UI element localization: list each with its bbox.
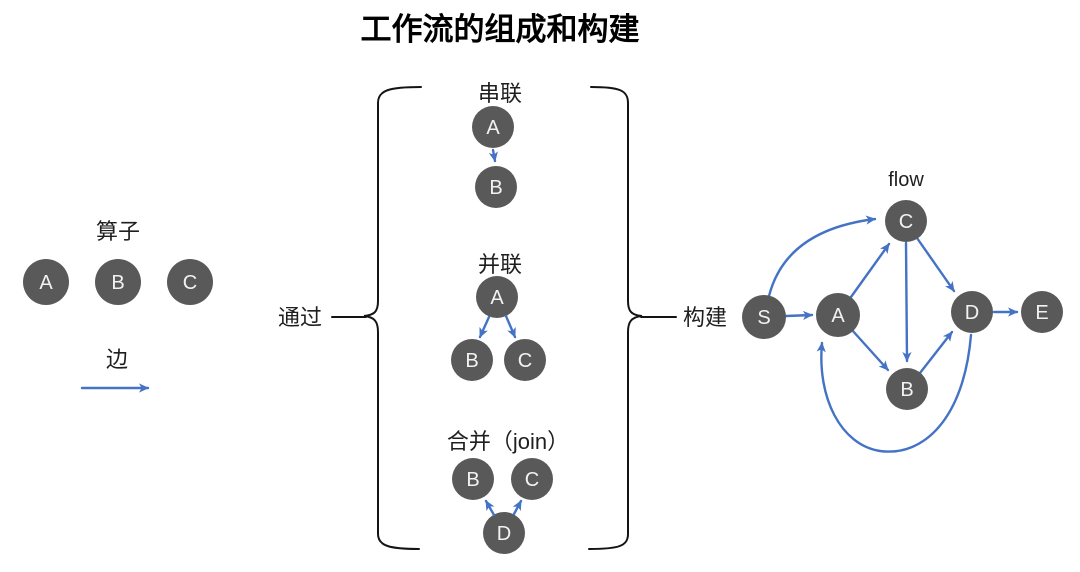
node-circle — [475, 166, 517, 208]
node-label: D — [965, 302, 979, 324]
edge-join-d-c — [512, 499, 523, 516]
edge-flow-c-d — [915, 236, 956, 293]
node-label: B — [465, 350, 478, 372]
node-operator-a: A — [23, 259, 69, 305]
node-label: B — [466, 469, 479, 491]
parallel-label: 并联 — [478, 252, 522, 277]
node-flow-d: D — [951, 291, 993, 333]
edge-flow-d-a-loop — [816, 333, 973, 453]
patterns-section: 通过 构建 串联 A B 并联 A — [278, 81, 727, 554]
node-join-b: B — [452, 458, 494, 500]
node-circle — [472, 106, 514, 148]
node-label: B — [489, 177, 502, 199]
edge-flow-b-d — [918, 330, 954, 375]
node-operator-b: B — [95, 259, 141, 305]
node-flow-a: A — [816, 293, 860, 337]
node-flow-c: C — [885, 200, 927, 242]
node-label: A — [490, 287, 504, 309]
edge-flow-s-a — [784, 310, 814, 320]
node-flow-s: S — [742, 295, 786, 339]
node-label: C — [183, 272, 197, 294]
node-parallel-a: A — [476, 276, 518, 318]
edge-parallel-a-b — [478, 315, 491, 339]
flow-section: flow S A C B D — [742, 169, 1063, 453]
edge-flow-a-c — [849, 242, 891, 299]
pattern-join: 合并（join） B C D — [447, 429, 569, 554]
through-label: 通过 — [278, 305, 322, 330]
node-label: A — [39, 272, 53, 294]
edge-series-a-b — [488, 148, 498, 163]
join-label: 合并（join） — [447, 429, 569, 454]
edge-parallel-a-c — [504, 314, 517, 339]
node-circle — [504, 339, 546, 381]
node-circle — [451, 339, 493, 381]
pattern-series: 串联 A B — [472, 81, 522, 208]
left-brace — [363, 86, 422, 550]
node-join-d: D — [483, 512, 525, 554]
node-label: B — [900, 379, 913, 401]
node-circle — [816, 293, 860, 337]
series-label: 串联 — [478, 81, 522, 106]
node-circle — [167, 259, 213, 305]
node-join-c: C — [511, 458, 553, 500]
edge-flow-s-c — [767, 215, 877, 298]
node-label: C — [899, 211, 913, 233]
operators-label: 算子 — [96, 219, 140, 244]
page-title: 工作流的组成和构建 — [361, 12, 640, 47]
node-parallel-b: B — [451, 339, 493, 381]
edge-join-d-b — [484, 499, 496, 517]
edge-label: 边 — [106, 347, 128, 372]
build-label: 构建 — [683, 305, 727, 330]
node-flow-b: B — [886, 368, 928, 410]
node-circle — [95, 259, 141, 305]
node-label: S — [757, 307, 770, 329]
node-circle — [886, 368, 928, 410]
node-label: E — [1035, 302, 1048, 324]
edge-flow-a-b — [850, 328, 890, 372]
node-label: D — [497, 523, 511, 545]
node-series-a: A — [472, 106, 514, 148]
edge-flow-c-b — [902, 241, 912, 363]
node-circle — [23, 259, 69, 305]
node-label: A — [486, 117, 500, 139]
node-circle — [1021, 291, 1063, 333]
node-label: B — [111, 272, 124, 294]
node-circle — [476, 276, 518, 318]
node-label: C — [518, 350, 532, 372]
right-brace — [588, 86, 643, 550]
node-circle — [951, 291, 993, 333]
operators-section: 算子 A B C 边 — [23, 219, 213, 393]
node-label: A — [831, 305, 845, 327]
node-operator-c: C — [167, 259, 213, 305]
pattern-parallel: 并联 A B C — [451, 252, 546, 381]
flow-title: flow — [888, 169, 924, 191]
node-circle — [483, 512, 525, 554]
node-parallel-c: C — [504, 339, 546, 381]
node-series-b: B — [475, 166, 517, 208]
node-flow-e: E — [1021, 291, 1063, 333]
node-circle — [885, 200, 927, 242]
node-circle — [511, 458, 553, 500]
node-label: C — [525, 469, 539, 491]
node-circle — [452, 458, 494, 500]
node-circle — [742, 295, 786, 339]
